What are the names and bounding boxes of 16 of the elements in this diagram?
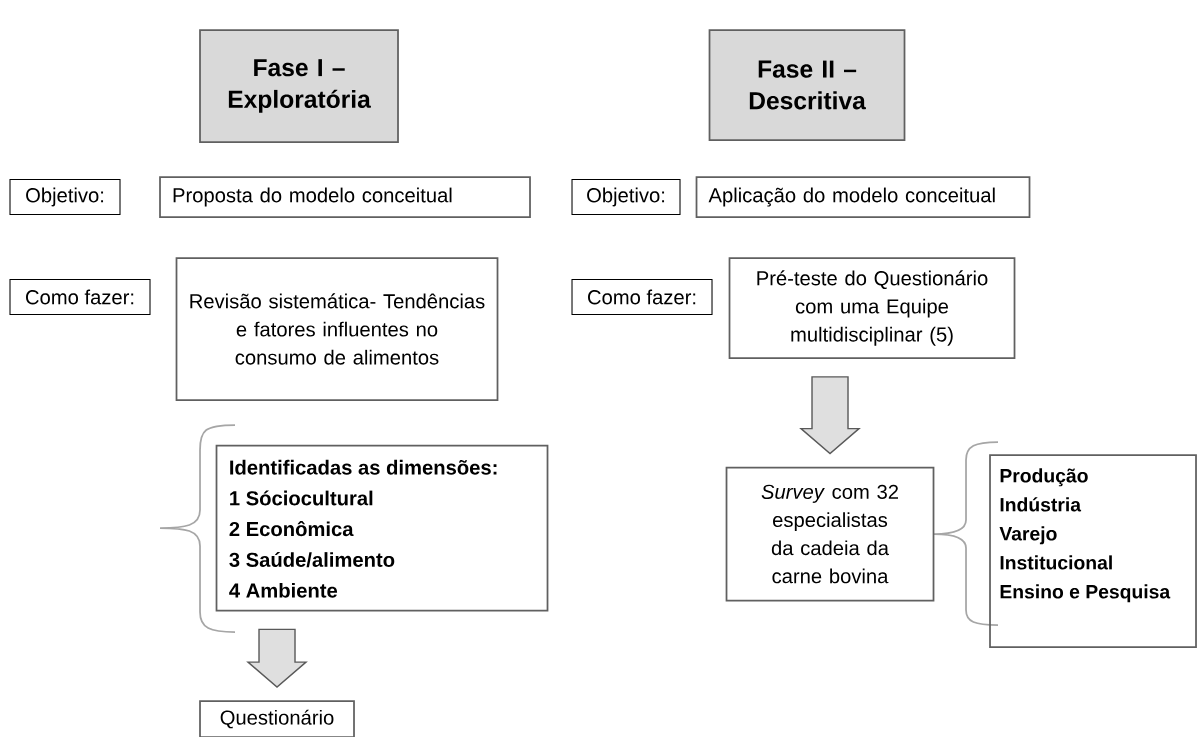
text-box: Questionário	[199, 700, 355, 737]
text-box: Pré-teste do Questionário com uma Equipe multidisciplinar (5)	[728, 257, 1016, 359]
block-arrow	[246, 628, 308, 689]
label-box: Objetivo:	[571, 179, 681, 216]
text-box: Revisão sistemática- Tendências e fatores influentes no consumo de alimentos	[175, 257, 499, 401]
label-box: Como fazer:	[571, 279, 713, 316]
list-box: Produção Indústria Varejo Institucional Ensino e Pesquisa	[989, 454, 1197, 648]
text-box: Aplicação do modelo conceitual	[695, 176, 1031, 218]
phase-box: Fase I – Exploratória	[199, 29, 399, 143]
phase-box: Fase II – Descritiva	[708, 29, 906, 141]
list-box: Identificadas as dimensões: 1 Sóciocultural 2 Econômica 3 Saúde/alimento 4 Ambiente	[215, 444, 549, 612]
text-box: Proposta do modelo conceitual	[159, 176, 531, 218]
label-box: Como fazer:	[9, 279, 151, 316]
text-box: Survey com 32 especialistas da cadeia da carne bovina	[725, 466, 935, 602]
block-arrow	[799, 376, 861, 455]
label-box: Objetivo:	[9, 179, 121, 216]
